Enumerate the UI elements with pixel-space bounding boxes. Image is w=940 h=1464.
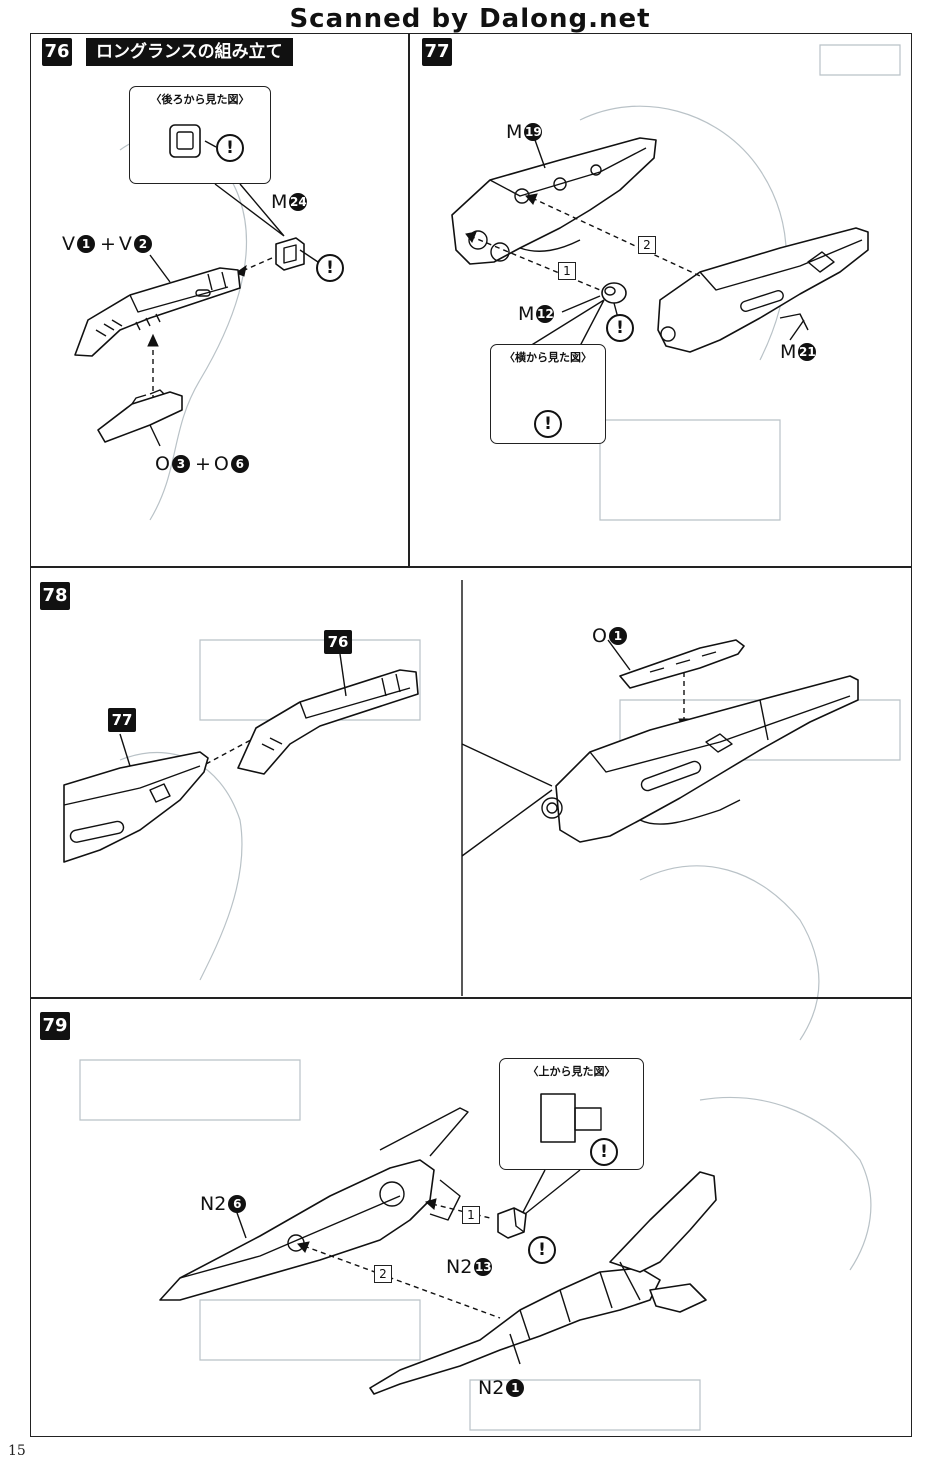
step-79-order-1: 1: [462, 1206, 480, 1224]
page-header: Scanned by Dalong.net: [289, 4, 651, 34]
part-letter: V: [62, 233, 75, 255]
part-number: 13: [474, 1258, 493, 1276]
step-78-ref-76: 76: [324, 630, 352, 654]
part-letter: M: [518, 303, 535, 325]
part-letter: M: [506, 121, 523, 143]
step-79-callout-warning-icon: !: [590, 1138, 618, 1166]
part-number: 1: [77, 235, 95, 253]
part-number: 6: [228, 1195, 247, 1213]
step-78-number: 78: [40, 582, 70, 610]
part-letter: N2: [200, 1193, 227, 1215]
step-78-ref-77: 77: [108, 708, 136, 732]
step-76-callout-warning-icon: !: [216, 134, 244, 162]
step-77-number: 77: [422, 38, 452, 66]
step-77-order-1: 1: [558, 262, 576, 280]
part-number: 24: [289, 193, 308, 211]
part-number: 2: [133, 235, 152, 253]
part-letter: V: [118, 233, 132, 255]
page-number: 15: [8, 1443, 26, 1459]
step-79-panel: [30, 997, 912, 1437]
step-77-warning-icon: !: [606, 314, 634, 342]
part-number: 1: [506, 1379, 525, 1397]
part-letter: O: [213, 453, 229, 475]
rear-view-label: 〈後ろから見た図〉: [150, 93, 250, 106]
plus-sign: +: [194, 453, 211, 475]
side-view-label: 〈横から見た図〉: [504, 351, 592, 364]
step-76-title: ロングランスの組み立て: [86, 38, 293, 66]
step-79-order-2: 2: [374, 1265, 392, 1283]
part-letter: M: [780, 341, 797, 363]
part-letter: M: [271, 191, 288, 213]
part-number: 3: [171, 455, 190, 473]
part-number: 19: [524, 123, 543, 141]
step-77-order-2: 2: [638, 236, 656, 254]
part-number: 6: [230, 455, 249, 473]
plus-sign: +: [100, 233, 116, 255]
part-letter: O: [155, 453, 170, 475]
top-view-label: 〈上から見た図〉: [527, 1065, 616, 1078]
part-letter: N2: [478, 1377, 505, 1399]
step-76-warning-icon: !: [316, 254, 344, 282]
step-77-panel: [408, 33, 912, 568]
step-76-panel: [30, 33, 410, 568]
step-77-callout-warning-icon: !: [534, 410, 562, 438]
step-79-number: 79: [40, 1012, 70, 1040]
step-79-warning-icon: !: [528, 1236, 556, 1264]
part-number: 1: [608, 627, 627, 645]
part-number: 12: [536, 305, 555, 323]
step-78-panel: [30, 566, 912, 999]
part-letter: N2: [446, 1256, 473, 1278]
part-number: 21: [798, 343, 817, 361]
step-76-number: 76: [42, 38, 72, 66]
part-letter: O: [592, 625, 607, 647]
